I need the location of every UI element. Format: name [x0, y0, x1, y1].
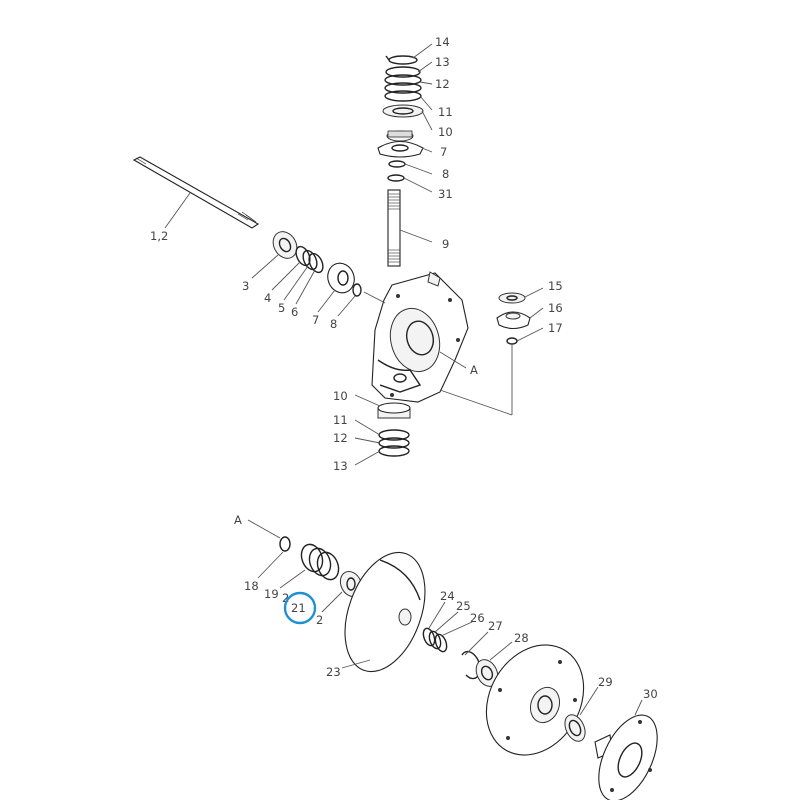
label-30: 30 [643, 687, 658, 701]
label-8-side: 8 [330, 317, 337, 331]
snap-ring-14 [385, 55, 418, 65]
label-29: 29 [598, 675, 613, 689]
label-21: 21 [291, 601, 306, 615]
bevel-gear-7-upper [377, 140, 424, 158]
bearing-3 [272, 231, 298, 259]
seal-15 [498, 292, 526, 304]
label-20: 2 [282, 591, 289, 605]
bearing-10-upper [386, 130, 414, 142]
label-12-lower: 12 [333, 431, 348, 445]
label-1-2: 1,2 [150, 229, 168, 243]
label-25: 25 [456, 599, 471, 613]
gear-16 [496, 311, 531, 330]
gearbox-housing [371, 271, 469, 403]
label-A-housing: A [470, 363, 478, 377]
vertical-shaft-9 [387, 189, 401, 267]
seal-29 [564, 714, 586, 742]
label-16: 16 [548, 301, 563, 315]
bearing-10-lower [377, 402, 411, 419]
label-7-side: 7 [312, 313, 319, 327]
label-31: 31 [438, 187, 453, 201]
shim-stack-lower [378, 429, 410, 457]
label-10: 10 [438, 125, 453, 139]
label-5: 5 [278, 301, 285, 315]
label-13: 13 [435, 55, 450, 69]
label-19: 19 [264, 587, 279, 601]
bevel-gear-7-side [327, 262, 355, 294]
input-shaft-1-2 [132, 156, 260, 229]
label-11: 11 [438, 105, 453, 119]
washer-8-side [352, 283, 362, 297]
label-24: 24 [440, 589, 455, 603]
label-11-lower: 11 [333, 413, 348, 427]
label-9: 9 [442, 237, 449, 251]
part-labels: 14 13 12 11 10 7 8 31 9 1,2 3 4 5 6 7 8 … [150, 35, 658, 701]
label-18: 18 [244, 579, 259, 593]
label-14: 14 [435, 35, 450, 49]
hub-flange [485, 644, 585, 756]
label-13-lower: 13 [333, 459, 348, 473]
blade-disc-23 [344, 551, 426, 673]
label-27: 27 [488, 619, 503, 633]
leader-lines [164, 43, 643, 716]
label-23: 23 [326, 665, 341, 679]
label-A-bottom: A [234, 513, 242, 527]
shims-19-22 [300, 543, 340, 581]
output-flange-30 [594, 714, 658, 800]
washer-8-upper [388, 160, 406, 168]
label-15: 15 [548, 279, 563, 293]
shim-stack-13-12-11 [382, 66, 424, 118]
label-4: 4 [264, 291, 271, 305]
label-28: 28 [514, 631, 529, 645]
label-10-lower: 10 [333, 389, 348, 403]
highlight-circle [283, 591, 317, 625]
label-12: 12 [435, 77, 450, 91]
shims-4-5-6 [295, 245, 324, 274]
washer-18 [279, 536, 291, 552]
label-8: 8 [442, 167, 449, 181]
label-7: 7 [440, 145, 447, 159]
washer-31 [387, 174, 405, 182]
washer-17 [506, 337, 518, 345]
label-17: 17 [548, 321, 563, 335]
label-3: 3 [242, 279, 249, 293]
label-22: 2 [316, 613, 323, 627]
label-6: 6 [291, 305, 298, 319]
shims-24-26 [422, 627, 448, 653]
label-26: 26 [470, 611, 485, 625]
